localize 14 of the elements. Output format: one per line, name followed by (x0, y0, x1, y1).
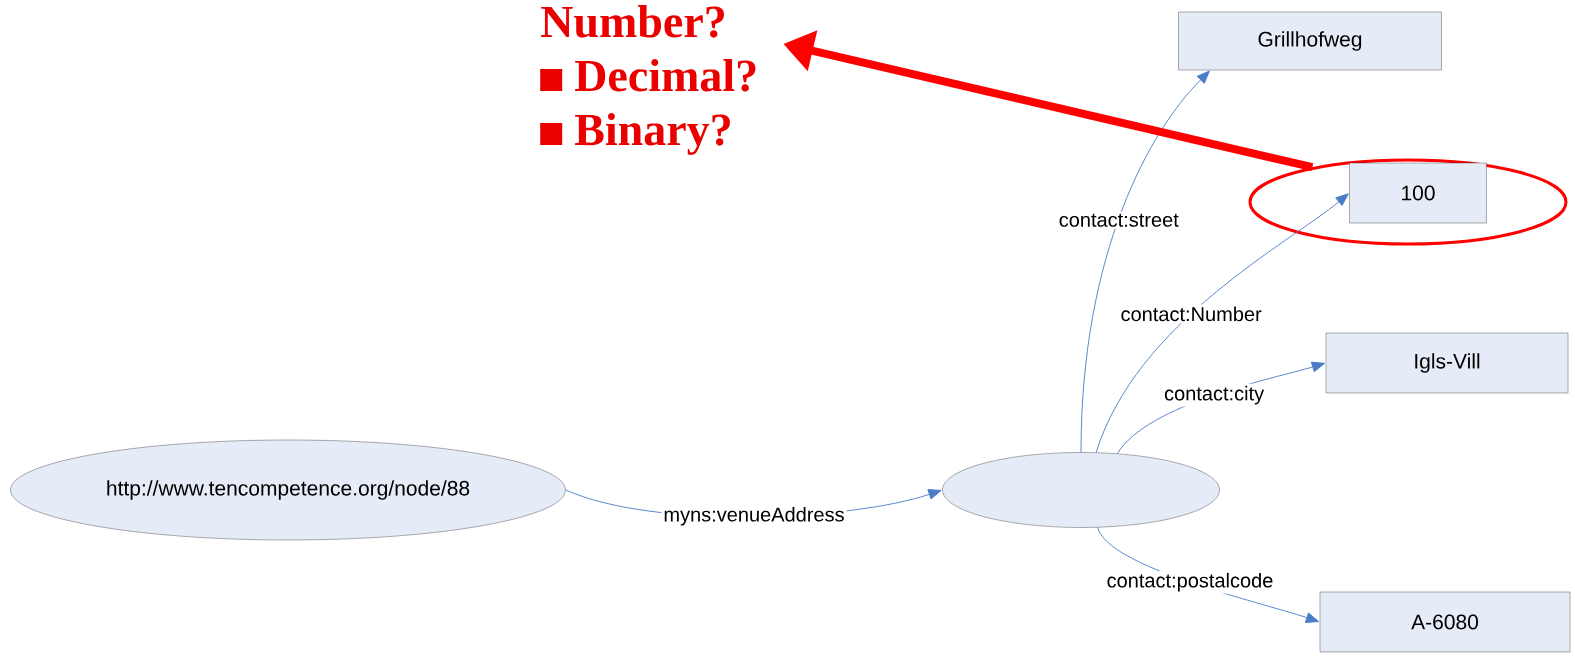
edge-label: contact:street (1059, 213, 1179, 227)
value-box: 100 (1349, 162, 1487, 224)
edge-label: contact:city (1164, 385, 1265, 405)
highlight-ellipse (1248, 158, 1568, 246)
question-text: Number? Decimal? Binary? (540, 5, 756, 155)
edge-label: contact:postalcode (1107, 572, 1273, 592)
arrow (1095, 193, 1349, 453)
edge-label: myns:venueAddress (664, 506, 844, 526)
blank-ellipse (942, 452, 1220, 528)
edge-label: contact:Number (1121, 306, 1262, 322)
value-box: A-6080 (1319, 591, 1571, 653)
arrow (1080, 70, 1210, 453)
value-box: Igls-Vill (1325, 332, 1569, 394)
value-box: Grillhofweg (1178, 11, 1442, 71)
